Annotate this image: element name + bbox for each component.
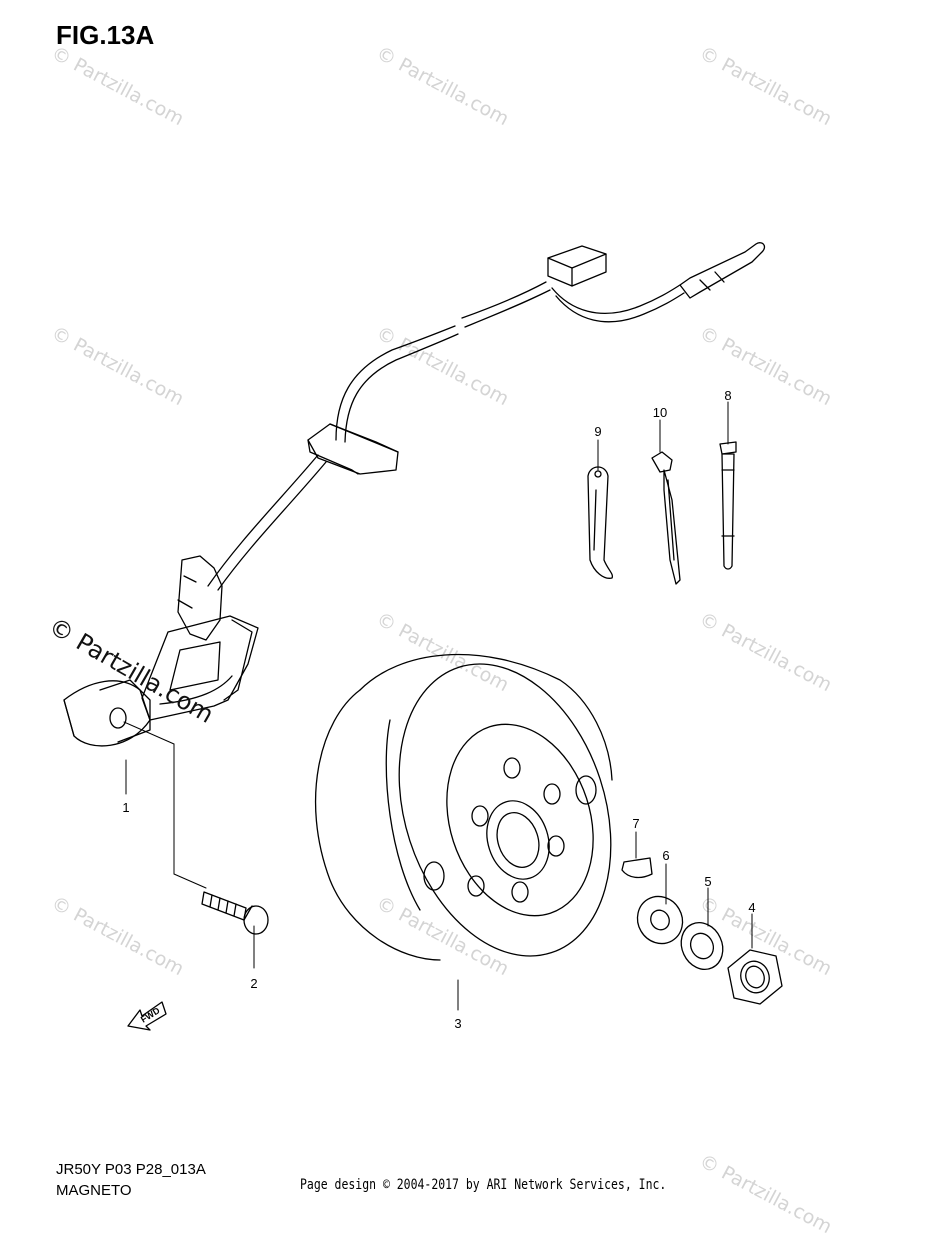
- callout-8[interactable]: 8: [724, 388, 732, 403]
- lock-washer: [680, 922, 724, 970]
- callout-3[interactable]: 3: [454, 1016, 462, 1031]
- callout-7[interactable]: 7: [632, 816, 640, 831]
- callout-2[interactable]: 2: [250, 976, 258, 991]
- screw: [201, 891, 269, 935]
- grommet: [307, 423, 399, 475]
- callout-6[interactable]: 6: [662, 848, 670, 863]
- cable-clamp: [719, 441, 737, 570]
- callout-5[interactable]: 5: [704, 874, 712, 889]
- fwd-arrow-icon: [127, 1001, 167, 1031]
- callout-4[interactable]: 4: [748, 900, 756, 915]
- figure-title: FIG.13A: [56, 20, 155, 50]
- washer: [636, 895, 684, 945]
- parts-diagram: [63, 242, 783, 1031]
- clamp: [587, 466, 614, 579]
- stator-coil: [63, 555, 259, 747]
- wire-harness: [207, 281, 685, 591]
- diagram-name: MAGNETO: [56, 1182, 132, 1199]
- rotor: [314, 653, 613, 961]
- callout-1[interactable]: 1: [122, 800, 130, 815]
- cable-tie: [651, 451, 681, 585]
- connector: [547, 242, 766, 299]
- woodruff-key: [621, 857, 653, 879]
- nut: [727, 949, 783, 1005]
- leader-lines: [123, 401, 753, 1011]
- callout-10[interactable]: 10: [652, 405, 668, 420]
- callout-9[interactable]: 9: [594, 424, 602, 439]
- page-credit: Page design © 2004-2017 by ARI Network S…: [300, 1177, 667, 1193]
- diagram-code: JR50Y P03 P28_013A: [56, 1161, 206, 1178]
